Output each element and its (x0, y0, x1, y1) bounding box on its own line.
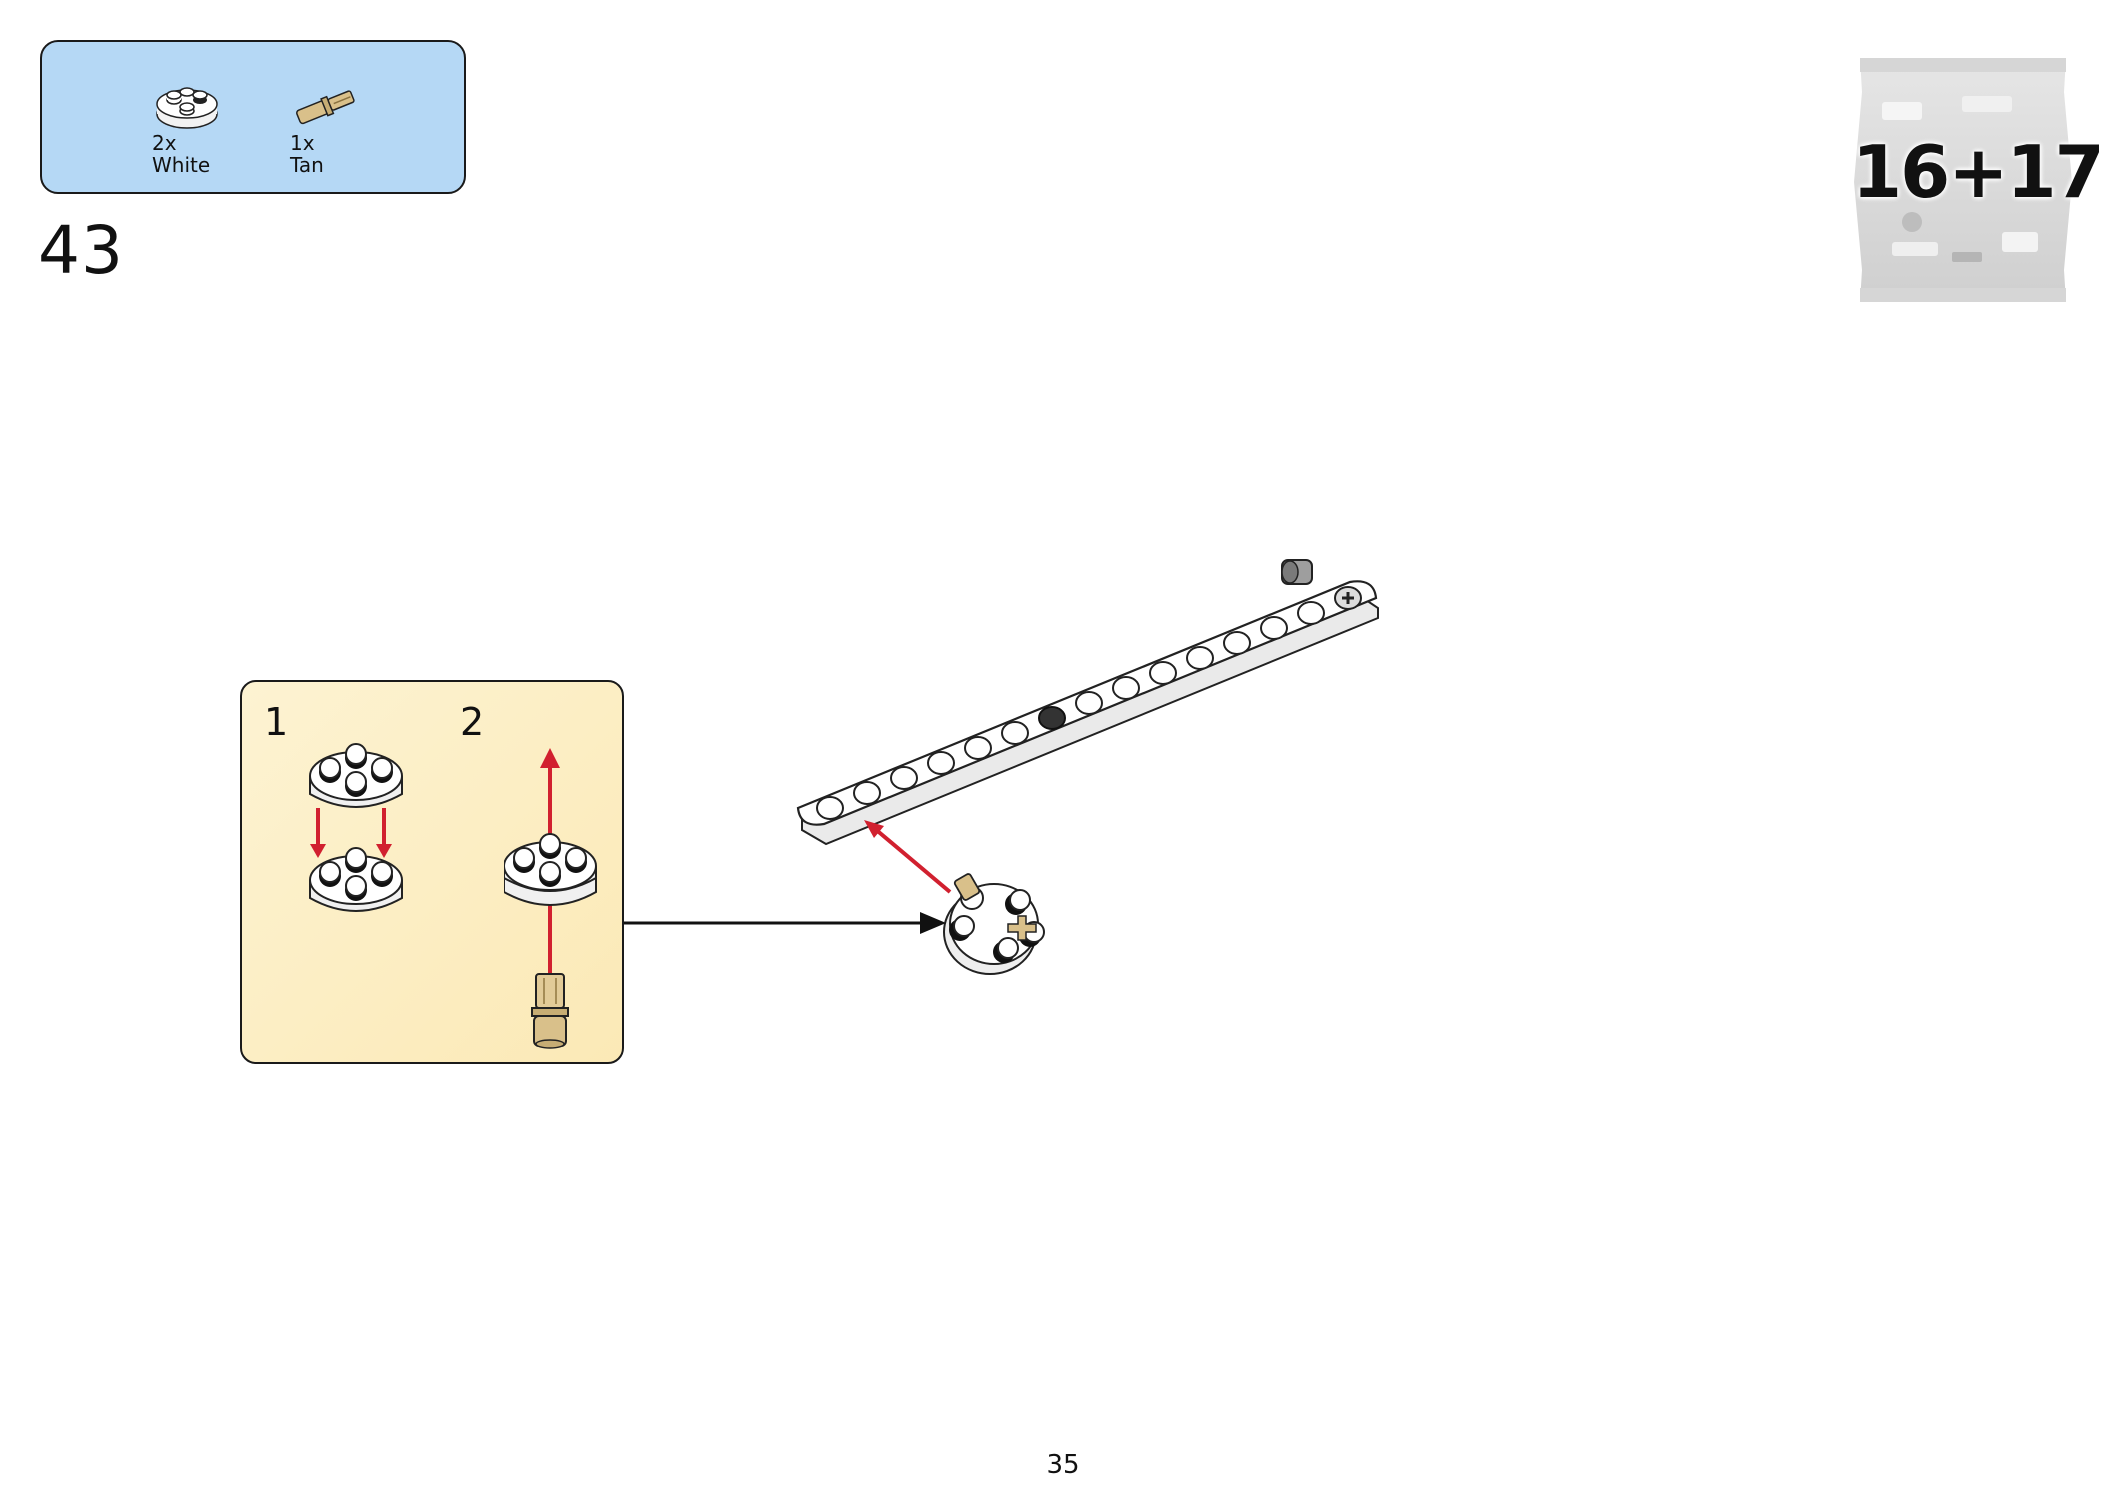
sub-assembly-callout: 1 2 (240, 680, 624, 1064)
sub-step-1-illustration (309, 743, 403, 912)
part-item-white-plate: 2x White (152, 80, 282, 176)
liftarm-beam (796, 580, 1379, 846)
page-number: 35 (1046, 1450, 1080, 1480)
tan-axle-pin (531, 973, 569, 1049)
red-arrows (316, 808, 386, 848)
round-plate-2x2-icon (156, 87, 218, 129)
part-quantity: 1x (290, 131, 315, 155)
parts-bag-icon (1854, 58, 2072, 302)
sub-step-number: 1 (264, 700, 289, 744)
axle-pin-icon (296, 90, 355, 125)
callout-arrow (624, 912, 946, 934)
part-quantity: 2x (152, 131, 177, 155)
stacked-plates (504, 833, 597, 906)
round-plate-bottom (309, 847, 403, 912)
part-item-tan-pin: 1x Tan (290, 80, 420, 176)
assembly-illustration (796, 559, 1379, 975)
insert-arrow (864, 820, 952, 894)
round-plate-top (309, 743, 403, 808)
bag-indicator: 16+17 (1852, 52, 2105, 308)
part-color: White (152, 153, 211, 177)
bag-number: 16+17 (1852, 130, 2105, 214)
parts-list-box: 2x White 1x Tan (40, 40, 466, 194)
part-color: Tan (290, 153, 324, 177)
step-number: 43 (38, 212, 124, 289)
sub-step-2-illustration (504, 748, 597, 1049)
sub-step-number: 2 (460, 700, 485, 744)
sub-assembly (943, 873, 1045, 975)
